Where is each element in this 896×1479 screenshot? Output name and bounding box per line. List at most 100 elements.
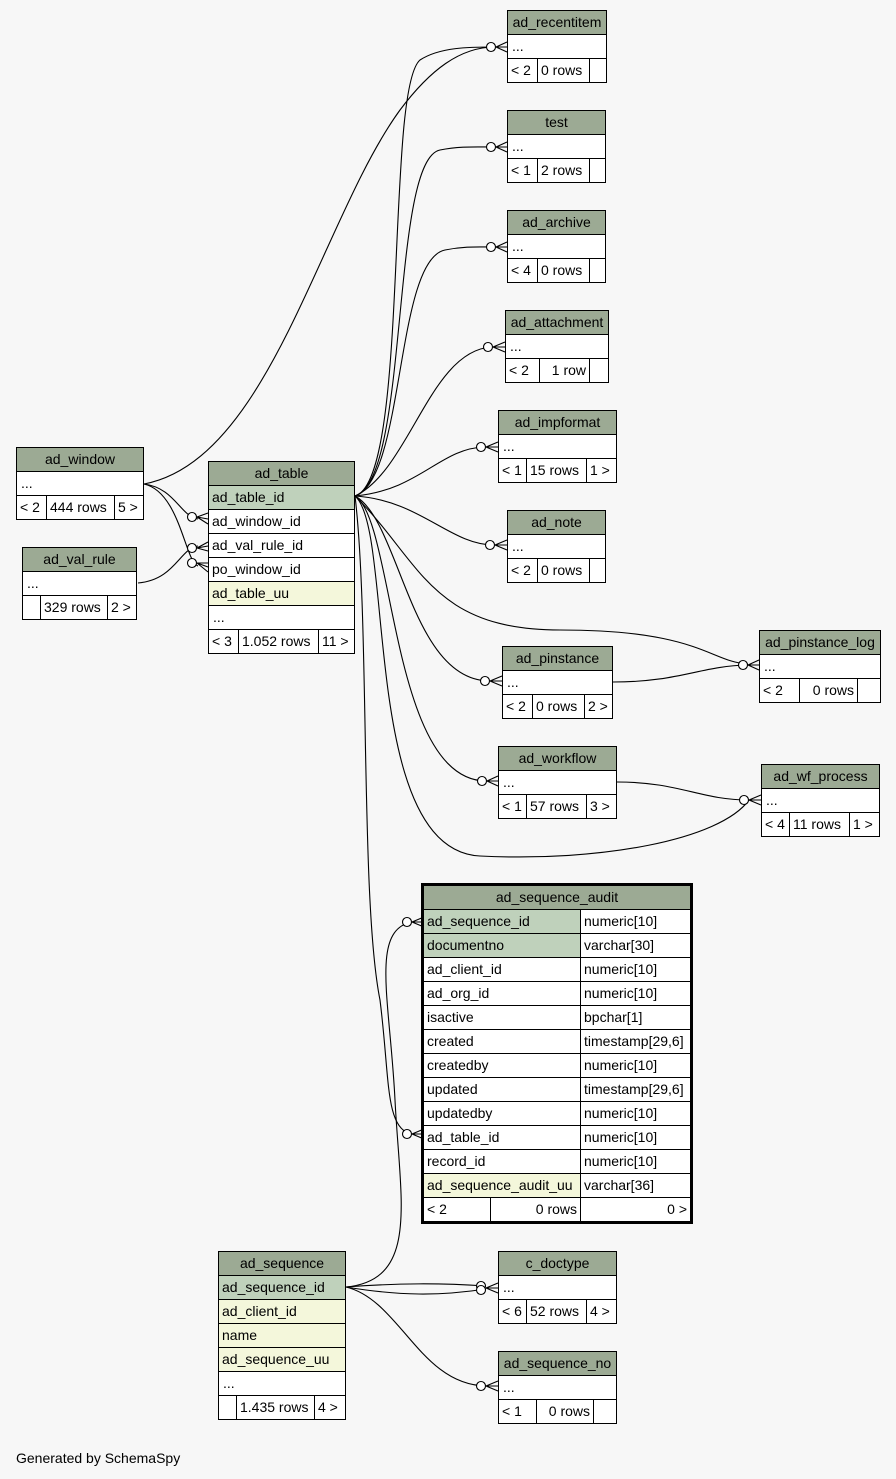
parent-count[interactable]: < 4 (508, 259, 538, 282)
table-header[interactable]: ad_archive (508, 211, 605, 235)
table-header[interactable]: ad_note (508, 511, 605, 535)
child-count[interactable]: 4 > (590, 1303, 610, 1319)
parent-count[interactable] (23, 596, 41, 619)
parent-count[interactable]: < 2 (503, 695, 533, 718)
edge-end-markers (186, 41, 750, 1392)
column-name[interactable]: name (219, 1324, 345, 1348)
column-record-id[interactable]: record_id numeric[10] (424, 1150, 690, 1174)
table-header[interactable]: ad_sequence_no (499, 1352, 616, 1376)
generated-by-footer[interactable]: Generated by SchemaSpy (16, 1450, 181, 1466)
table-ad-val-rule[interactable]: ad_val_rule ... 329 rows 2 > (22, 547, 137, 620)
table-ad-table[interactable]: ad_table ad_table_id ad_window_id ad_val… (208, 461, 355, 654)
child-count[interactable]: 0 > (667, 1201, 687, 1217)
child-count[interactable] (590, 59, 606, 82)
table-header[interactable]: ad_pinstance_log (760, 631, 880, 655)
column-ad-sequence-uu[interactable]: ad_sequence_uu (219, 1348, 345, 1372)
table-footer: < 6 52 rows 4 > (499, 1300, 616, 1323)
child-count[interactable]: 4 > (318, 1399, 338, 1415)
parent-count[interactable]: < 1 (499, 795, 527, 818)
parent-count[interactable]: < 2 (508, 59, 538, 82)
column-ad-table-id[interactable]: ad_table_id numeric[10] (424, 1126, 690, 1150)
child-count[interactable]: 1 > (590, 462, 610, 478)
column-po-window-id[interactable]: po_window_id (209, 558, 354, 582)
row-count: 1 row (540, 359, 590, 382)
column-ad-sequence-id[interactable]: ad_sequence_id (219, 1276, 345, 1300)
parent-count[interactable]: < 3 (209, 630, 239, 653)
table-c-doctype[interactable]: c_doctype ... < 6 52 rows 4 > (498, 1251, 617, 1324)
column-ad-val-rule-id[interactable]: ad_val_rule_id (209, 534, 354, 558)
column-documentno[interactable]: documentno varchar[30] (424, 934, 690, 958)
table-header[interactable]: test (508, 111, 605, 135)
table-header[interactable]: ad_pinstance (503, 647, 612, 671)
column-ad-table-id[interactable]: ad_table_id (209, 486, 354, 510)
table-ad-pinstance[interactable]: ad_pinstance ... < 2 0 rows 2 > (502, 646, 613, 719)
column-ad-client-id[interactable]: ad_client_id numeric[10] (424, 958, 690, 982)
table-ad-note[interactable]: ad_note ... < 2 0 rows (507, 510, 606, 583)
child-count[interactable] (590, 359, 608, 382)
table-footer: < 1 15 rows 1 > (499, 459, 616, 482)
table-ad-sequence[interactable]: ad_sequence ad_sequence_id ad_client_id … (218, 1251, 346, 1420)
child-count[interactable] (858, 679, 880, 702)
child-count[interactable]: 1 > (853, 816, 873, 832)
table-header[interactable]: ad_table (209, 462, 354, 486)
column-type: numeric[10] (584, 1153, 658, 1169)
child-count[interactable]: 3 > (590, 798, 610, 814)
child-count[interactable] (590, 559, 605, 582)
parent-count[interactable]: < 2 (17, 496, 47, 519)
column-ad-sequence-id[interactable]: ad_sequence_id numeric[10] (424, 910, 690, 934)
table-ad-window[interactable]: ad_window ... < 2 444 rows 5 > (16, 447, 144, 520)
table-header[interactable]: ad_window (17, 448, 143, 472)
table-ad-sequence-no[interactable]: ad_sequence_no ... < 1 0 rows (498, 1351, 617, 1424)
column-updated[interactable]: updated timestamp[29,6] (424, 1078, 690, 1102)
table-ad-archive[interactable]: ad_archive ... < 4 0 rows (507, 210, 606, 283)
child-count[interactable] (594, 1400, 616, 1423)
table-header[interactable]: ad_val_rule (23, 548, 136, 572)
column-ad-table-uu[interactable]: ad_table_uu (209, 582, 354, 606)
table-header[interactable]: ad_wf_process (762, 765, 879, 789)
edge-ad-table-ad-workflow (354, 495, 487, 782)
child-count[interactable] (590, 259, 605, 282)
parent-count[interactable]: < 1 (499, 459, 527, 482)
table-footer: < 2 444 rows 5 > (17, 496, 143, 519)
table-header[interactable]: c_doctype (499, 1252, 616, 1276)
parent-count[interactable]: < 2 (424, 1198, 491, 1221)
parent-count[interactable]: < 2 (508, 559, 538, 582)
parent-count[interactable]: < 2 (506, 359, 540, 382)
row-count: 0 rows (537, 1400, 594, 1423)
table-ad-pinstance-log[interactable]: ad_pinstance_log ... < 2 0 rows (759, 630, 881, 703)
table-header[interactable]: ad_sequence_audit (424, 886, 690, 910)
column-created[interactable]: created timestamp[29,6] (424, 1030, 690, 1054)
parent-count[interactable]: < 4 (762, 813, 790, 836)
column-updatedby[interactable]: updatedby numeric[10] (424, 1102, 690, 1126)
table-test[interactable]: test ... < 1 2 rows (507, 110, 606, 183)
column-ad-window-id[interactable]: ad_window_id (209, 510, 354, 534)
table-header[interactable]: ad_sequence (219, 1252, 345, 1276)
table-header[interactable]: ad_attachment (506, 311, 608, 335)
parent-count[interactable]: < 2 (760, 679, 800, 702)
column-ad-client-id[interactable]: ad_client_id (219, 1300, 345, 1324)
child-count[interactable] (590, 159, 605, 182)
column-isactive[interactable]: isactive bpchar[1] (424, 1006, 690, 1030)
table-ad-sequence-audit[interactable]: ad_sequence_audit ad_sequence_id numeric… (421, 883, 693, 1224)
child-count[interactable]: 5 > (118, 499, 138, 515)
table-ellipsis: ... (499, 771, 616, 795)
child-count[interactable]: 2 > (588, 698, 608, 714)
table-ellipsis: ... (508, 235, 605, 259)
child-count[interactable]: 2 > (111, 599, 131, 615)
child-count[interactable]: 11 > (322, 633, 349, 649)
table-header[interactable]: ad_impformat (499, 411, 616, 435)
parent-count[interactable]: < 6 (499, 1300, 527, 1323)
parent-count[interactable]: < 1 (508, 159, 538, 182)
column-createdby[interactable]: createdby numeric[10] (424, 1054, 690, 1078)
table-ad-wf-process[interactable]: ad_wf_process ... < 4 11 rows 1 > (761, 764, 880, 837)
parent-count[interactable] (219, 1396, 237, 1419)
table-header[interactable]: ad_workflow (499, 747, 616, 771)
table-ad-impformat[interactable]: ad_impformat ... < 1 15 rows 1 > (498, 410, 617, 483)
table-ad-workflow[interactable]: ad_workflow ... < 1 57 rows 3 > (498, 746, 617, 819)
table-ad-attachment[interactable]: ad_attachment ... < 2 1 row (505, 310, 609, 383)
table-header[interactable]: ad_recentitem (508, 11, 606, 35)
column-ad-sequence-audit-uu[interactable]: ad_sequence_audit_uu varchar[36] (424, 1174, 690, 1198)
column-ad-org-id[interactable]: ad_org_id numeric[10] (424, 982, 690, 1006)
table-ad-recentitem[interactable]: ad_recentitem ... < 2 0 rows (507, 10, 607, 83)
parent-count[interactable]: < 1 (499, 1400, 537, 1423)
